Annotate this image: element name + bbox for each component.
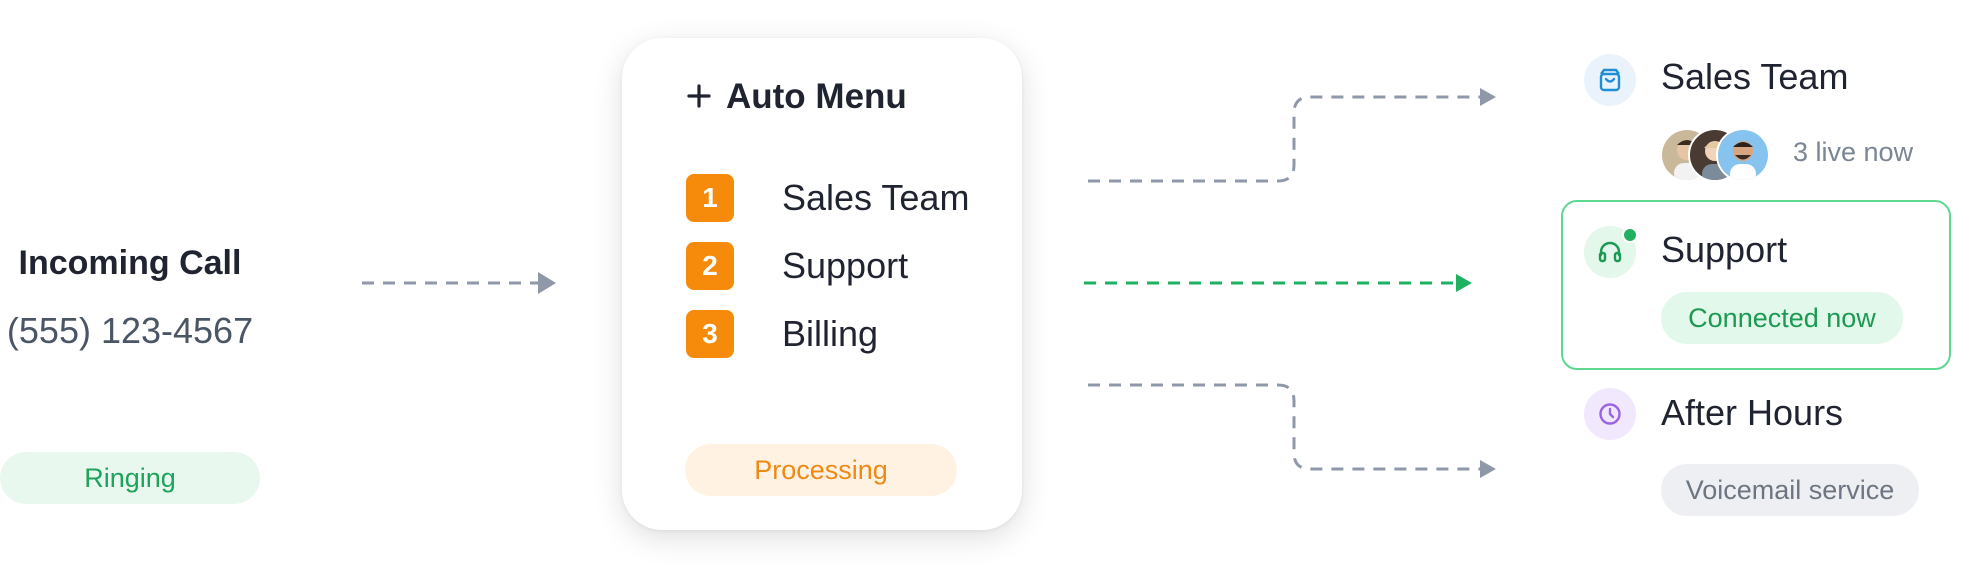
sales-team-title: Sales Team xyxy=(1661,56,1849,97)
online-status-dot xyxy=(1622,227,1638,243)
live-count-text: 3 live now xyxy=(1793,137,1914,167)
option-number-badge: 2 xyxy=(686,242,734,290)
arrowhead-to-after-hours xyxy=(1480,460,1496,478)
voicemail-status-badge: Voicemail service xyxy=(1661,464,1919,516)
shopping-bag-icon xyxy=(1584,54,1636,106)
support-active-card[interactable] xyxy=(1561,200,1951,370)
connected-status-badge: Connected now xyxy=(1661,292,1903,344)
ringing-status-badge: Ringing xyxy=(0,452,260,504)
menu-option-billing[interactable]: 3 Billing xyxy=(686,310,878,358)
support-title: Support xyxy=(1661,229,1788,270)
arrowhead-to-sales xyxy=(1480,88,1496,106)
arrowhead-to-support xyxy=(1456,274,1472,292)
option-label: Support xyxy=(782,245,909,286)
connector-menu-to-sales xyxy=(1088,95,1480,183)
option-number-badge: 3 xyxy=(686,310,734,358)
avatar xyxy=(1716,128,1770,182)
menu-option-support[interactable]: 2 Support xyxy=(686,242,908,290)
option-number-badge: 1 xyxy=(686,174,734,222)
auto-menu-header: Auto Menu xyxy=(686,72,907,122)
caller-number: (555) 123-4567 xyxy=(6,310,254,351)
option-label: Sales Team xyxy=(782,177,970,218)
plus-icon[interactable] xyxy=(686,76,726,118)
option-label: Billing xyxy=(782,313,879,354)
after-hours-title: After Hours xyxy=(1661,392,1844,433)
menu-option-sales[interactable]: 1 Sales Team xyxy=(686,174,969,222)
processing-status-badge: Processing xyxy=(685,444,957,496)
clock-icon xyxy=(1584,388,1636,440)
connector-menu-to-after-hours xyxy=(1088,383,1480,471)
incoming-call-title: Incoming Call xyxy=(18,244,242,282)
arrowhead-call-to-menu xyxy=(538,272,556,294)
auto-menu-title: Auto Menu xyxy=(726,77,907,116)
